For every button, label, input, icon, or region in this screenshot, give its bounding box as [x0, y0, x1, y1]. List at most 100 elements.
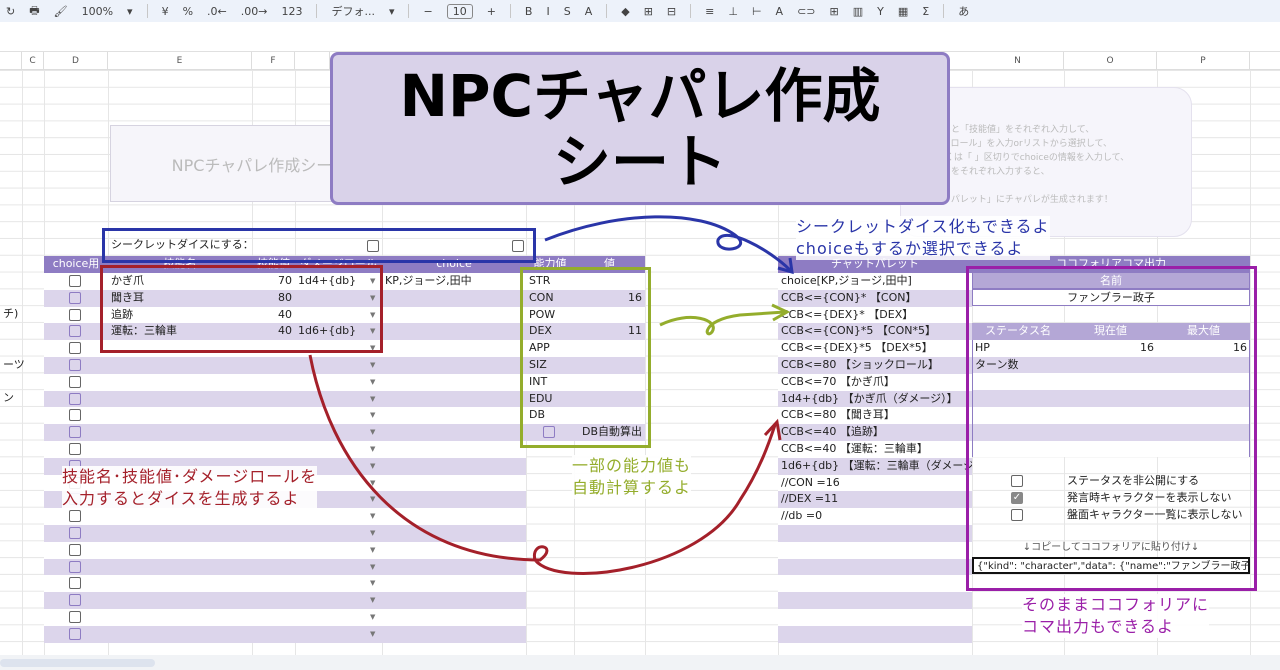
choice-checkbox[interactable] — [69, 560, 81, 573]
dropdown-arrow-icon[interactable]: ▼ — [370, 344, 376, 353]
chat-palette-line[interactable]: //CON =16 — [778, 474, 972, 492]
chat-palette-line[interactable]: CCB<=70 【かぎ爪】 — [778, 373, 972, 391]
choice-checkbox[interactable] — [69, 392, 81, 405]
toolbar-button[interactable]: Y — [877, 4, 884, 18]
skill-value[interactable]: 80 — [278, 290, 292, 304]
toolbar-button[interactable]: ≡ — [705, 4, 715, 18]
choice-checkbox[interactable] — [69, 308, 81, 321]
secret-dice-checkbox-choice[interactable] — [512, 240, 524, 252]
cell-fragment[interactable]: ン — [3, 391, 14, 404]
chat-palette-line[interactable]: CCB<={DEX}* 【DEX】 — [778, 306, 972, 324]
chat-palette-line[interactable]: //db =0 — [778, 508, 972, 525]
toolbar-button[interactable]: 🖶 — [29, 3, 40, 17]
toolbar-button[interactable]: + — [486, 4, 496, 18]
dropdown-arrow-icon[interactable]: ▼ — [370, 478, 376, 487]
ability-value[interactable] — [574, 340, 645, 357]
toolbar-button[interactable]: A — [775, 4, 784, 18]
dropdown-arrow-icon[interactable]: ▼ — [370, 596, 376, 605]
chat-palette-line[interactable]: 1d6+{db} 【運転：三輪車（ダメージ）】 — [778, 457, 972, 475]
dropdown-arrow-icon[interactable]: ▼ — [370, 310, 376, 319]
chat-palette-line[interactable] — [778, 575, 972, 593]
dropdown-arrow-icon[interactable]: ▼ — [370, 361, 376, 369]
status-name[interactable]: HP — [975, 340, 990, 354]
choice-checkbox[interactable] — [69, 342, 81, 355]
col-n[interactable]: N — [972, 52, 1064, 70]
toolbar-button[interactable]: ⊥ — [728, 4, 738, 18]
toolbar-button[interactable]: ▥ — [852, 4, 864, 18]
chat-palette-line[interactable]: choice[KP,ジョージ,田中] — [778, 273, 972, 290]
dropdown-arrow-icon[interactable]: ▼ — [370, 327, 376, 336]
col-b[interactable] — [0, 52, 22, 70]
chat-palette-line[interactable] — [778, 625, 972, 643]
skill-value[interactable]: 70 — [278, 274, 292, 287]
choice-checkbox[interactable] — [69, 409, 81, 422]
col-f[interactable]: F — [252, 52, 295, 70]
toolbar-button[interactable]: I — [546, 4, 550, 18]
choice-options[interactable]: KP,ジョージ,田中 — [385, 274, 472, 287]
ability-value[interactable] — [574, 357, 645, 374]
secret-dice-checkbox-skills[interactable] — [367, 240, 379, 252]
ability-value[interactable] — [574, 407, 645, 425]
toolbar-button[interactable]: ¥ — [161, 4, 169, 18]
dropdown-arrow-icon[interactable]: ▼ — [370, 495, 376, 504]
dropdown-arrow-icon[interactable]: ▼ — [370, 579, 376, 588]
chat-palette-line[interactable]: CCB<=80 【聞き耳】 — [778, 407, 972, 425]
toolbar-button[interactable]: あ — [958, 5, 970, 18]
toolbar-button[interactable]: ⊞ — [643, 4, 653, 18]
toolbar-button[interactable]: % — [182, 4, 194, 18]
chat-palette-line[interactable] — [778, 609, 972, 626]
toolbar-button[interactable]: − — [423, 4, 433, 18]
toolbar-button[interactable]: ▾ — [127, 4, 133, 18]
choice-checkbox[interactable] — [69, 627, 81, 640]
dropdown-arrow-icon[interactable]: ▼ — [370, 394, 376, 403]
ability-value[interactable] — [574, 306, 645, 324]
toolbar-button[interactable]: ↻ — [6, 4, 16, 18]
chat-palette-line[interactable]: 1d4+{db} 【かぎ爪（ダメージ）】 — [778, 390, 972, 408]
toolbar-button[interactable]: Σ — [922, 4, 930, 18]
choice-checkbox[interactable] — [69, 325, 81, 338]
status-current[interactable]: 16 — [1140, 340, 1154, 354]
choice-checkbox[interactable] — [69, 426, 81, 439]
toolbar-button[interactable]: .00→ — [240, 4, 268, 18]
horizontal-scrollbar[interactable] — [0, 655, 1280, 670]
chat-palette-line[interactable]: CCB<={CON}*5 【CON*5】 — [778, 323, 972, 341]
dropdown-arrow-icon[interactable]: ▼ — [370, 613, 376, 621]
col-p[interactable]: P — [1157, 52, 1250, 70]
chat-palette-line[interactable]: CCB<={DEX}*5 【DEX*5】 — [778, 340, 972, 357]
toolbar-button[interactable]: ⊢ — [751, 4, 762, 18]
chat-palette-line[interactable] — [778, 541, 972, 559]
col-e[interactable]: E — [108, 52, 252, 70]
dropdown-arrow-icon[interactable]: ▼ — [370, 562, 376, 571]
toolbar-button[interactable]: A — [584, 4, 593, 18]
cell-fragment[interactable]: チ) — [3, 307, 19, 320]
choice-checkbox[interactable] — [69, 375, 81, 388]
choice-checkbox[interactable] — [69, 275, 81, 287]
chat-palette-line[interactable]: CCB<=80 【ショックロール】 — [778, 357, 972, 374]
status-max[interactable]: 16 — [1233, 340, 1247, 354]
chat-palette-line[interactable] — [778, 525, 972, 542]
formula-bar[interactable] — [0, 22, 1280, 52]
dropdown-arrow-icon[interactable]: ▼ — [370, 293, 376, 302]
ability-value[interactable] — [574, 373, 645, 391]
dropdown-arrow-icon[interactable]: ▼ — [370, 461, 376, 470]
ability-value[interactable]: 11 — [574, 323, 645, 341]
damage-roll[interactable]: 1d6+{db} — [298, 324, 357, 338]
toolbar-button[interactable]: ⊂⊃ — [797, 4, 816, 18]
dropdown-arrow-icon[interactable]: ▼ — [370, 411, 376, 420]
ability-value[interactable]: 16 — [574, 289, 645, 307]
toolbar-button[interactable]: 123 — [281, 4, 303, 18]
col-c[interactable]: C — [22, 52, 44, 70]
choice-checkbox[interactable] — [69, 510, 81, 523]
name-value[interactable]: ファンブラー政子 — [972, 289, 1250, 306]
skill-name[interactable]: 聞き耳 — [111, 290, 144, 304]
dropdown-arrow-icon[interactable]: ▼ — [370, 428, 376, 437]
toolbar-button[interactable]: 100% — [81, 4, 114, 18]
choice-checkbox[interactable] — [69, 543, 81, 556]
scrollbar-thumb[interactable] — [0, 659, 155, 667]
choice-checkbox[interactable] — [69, 443, 81, 455]
chat-palette-line[interactable] — [778, 592, 972, 609]
dropdown-arrow-icon[interactable]: ▼ — [370, 629, 376, 638]
toolbar-button[interactable]: ⊟ — [666, 4, 677, 18]
toolbar-button[interactable]: 🖌 — [53, 4, 68, 18]
col-o[interactable]: O — [1064, 52, 1157, 70]
